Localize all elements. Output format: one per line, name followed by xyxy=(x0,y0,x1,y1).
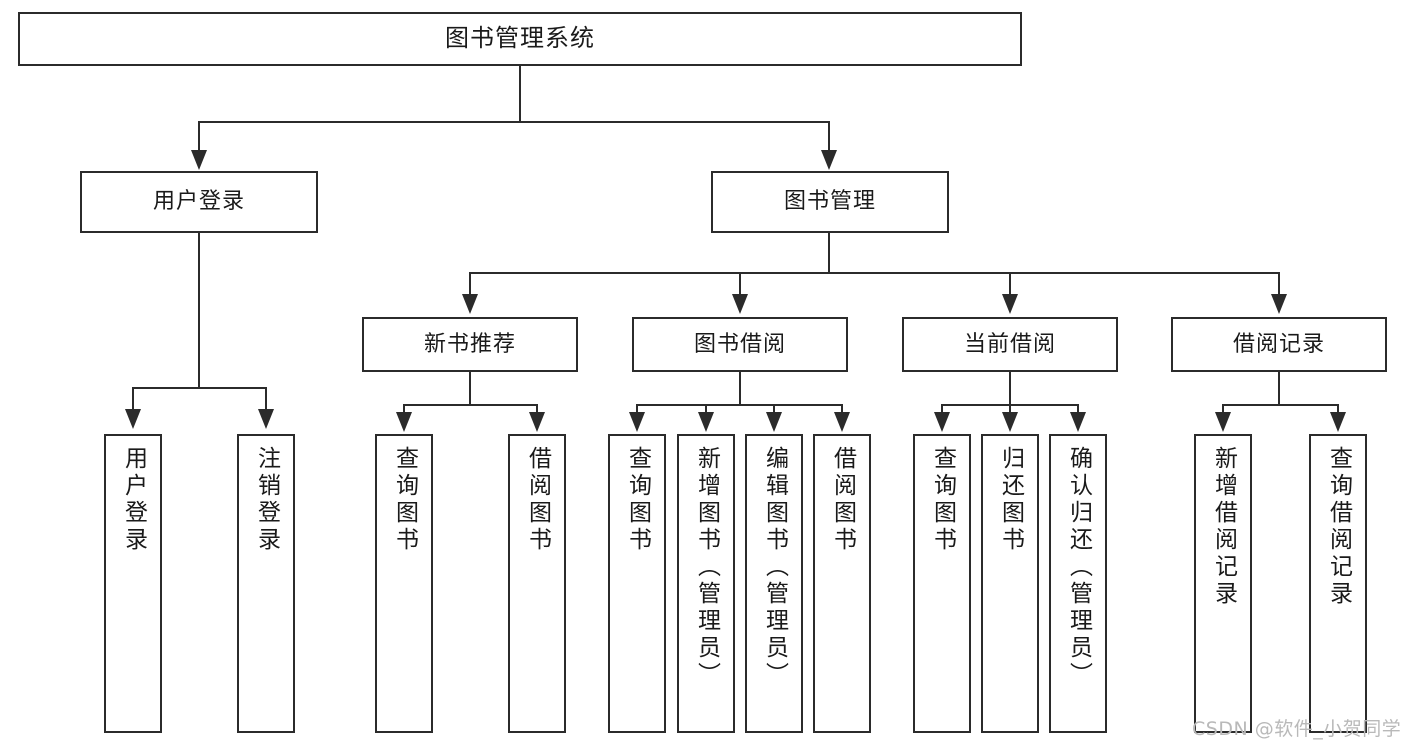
node-root-system[interactable]: 图书管理系统 xyxy=(18,12,1022,66)
connector-bm-to-book-borrow xyxy=(739,272,741,296)
node-label: 编辑图书（管理员） xyxy=(761,446,788,689)
leaf-add-record[interactable]: 新增借阅记录 xyxy=(1194,434,1252,733)
leaf-return-book[interactable]: 归还图书 xyxy=(981,434,1039,733)
arrow-down-icon xyxy=(629,412,645,432)
arrow-down-icon xyxy=(732,294,748,314)
connector-user-login-stem xyxy=(198,233,200,388)
connector-root-to-user-login xyxy=(198,121,200,153)
arrow-down-icon xyxy=(834,412,850,432)
leaf-edit-book[interactable]: 编辑图书（管理员） xyxy=(745,434,803,733)
node-label: 借阅图书 xyxy=(829,446,856,554)
csdn-watermark: CSDN @软件_小贺同学 xyxy=(1192,718,1402,740)
leaf-query-book-2[interactable]: 查询图书 xyxy=(608,434,666,733)
arrow-down-icon xyxy=(396,412,412,432)
connector-user-login-to-leaf-2 xyxy=(265,387,267,411)
node-book-management[interactable]: 图书管理 xyxy=(711,171,949,233)
node-label: 新增借阅记录 xyxy=(1210,446,1237,608)
connector-book-management-stem xyxy=(828,233,830,273)
node-label: 当前借阅 xyxy=(963,331,1056,357)
connector-bm-to-new-book xyxy=(469,272,471,296)
node-label: 用户登录 xyxy=(152,189,245,215)
node-label: 图书借阅 xyxy=(693,331,786,357)
node-book-borrow[interactable]: 图书借阅 xyxy=(632,317,848,372)
leaf-borrow-book-2[interactable]: 借阅图书 xyxy=(813,434,871,733)
arrow-down-icon xyxy=(529,412,545,432)
arrow-down-icon xyxy=(1002,294,1018,314)
node-label: 注销登录 xyxy=(253,446,280,554)
connector-root-bus xyxy=(198,121,830,123)
connector-br-stem xyxy=(1278,372,1280,405)
node-label: 借阅图书 xyxy=(524,446,551,554)
node-label: 借阅记录 xyxy=(1232,331,1325,357)
connector-nbr-bus xyxy=(403,404,537,406)
node-label: 查询图书 xyxy=(929,446,956,554)
node-user-login[interactable]: 用户登录 xyxy=(80,171,318,233)
arrow-down-icon xyxy=(1330,412,1346,432)
arrow-down-icon xyxy=(1070,412,1086,432)
arrow-down-icon xyxy=(1002,412,1018,432)
connector-cb-stem xyxy=(1009,372,1011,405)
node-new-book-recommend[interactable]: 新书推荐 xyxy=(362,317,578,372)
arrow-down-icon xyxy=(462,294,478,314)
node-label: 用户登录 xyxy=(120,446,147,554)
arrow-down-icon xyxy=(258,409,274,429)
leaf-user-login[interactable]: 用户登录 xyxy=(104,434,162,733)
leaf-query-record[interactable]: 查询借阅记录 xyxy=(1309,434,1367,733)
node-label: 查询图书 xyxy=(624,446,651,554)
arrow-down-icon xyxy=(125,409,141,429)
node-label: 归还图书 xyxy=(997,446,1024,554)
leaf-add-book[interactable]: 新增图书（管理员） xyxy=(677,434,735,733)
connector-bb-stem xyxy=(739,372,741,405)
arrow-down-icon xyxy=(698,412,714,432)
leaf-confirm-return[interactable]: 确认归还（管理员） xyxy=(1049,434,1107,733)
leaf-query-book-1[interactable]: 查询图书 xyxy=(375,434,433,733)
node-label: 图书管理系统 xyxy=(445,24,595,53)
arrow-down-icon xyxy=(191,150,207,170)
connector-bm-to-current-borrow xyxy=(1009,272,1011,296)
node-label: 新书推荐 xyxy=(423,331,516,357)
node-label: 图书管理 xyxy=(783,189,876,215)
connector-bb-bus xyxy=(636,404,842,406)
connector-br-bus xyxy=(1222,404,1338,406)
connector-book-management-bus xyxy=(469,272,1279,274)
connector-user-login-bus xyxy=(132,387,266,389)
arrow-down-icon xyxy=(821,150,837,170)
node-label: 查询借阅记录 xyxy=(1325,446,1352,608)
node-current-borrow[interactable]: 当前借阅 xyxy=(902,317,1118,372)
leaf-user-logout[interactable]: 注销登录 xyxy=(237,434,295,733)
node-borrow-record[interactable]: 借阅记录 xyxy=(1171,317,1387,372)
node-label: 确认归还（管理员） xyxy=(1065,446,1092,689)
leaf-borrow-book-1[interactable]: 借阅图书 xyxy=(508,434,566,733)
arrow-down-icon xyxy=(934,412,950,432)
node-label: 查询图书 xyxy=(391,446,418,554)
arrow-down-icon xyxy=(1215,412,1231,432)
leaf-query-book-3[interactable]: 查询图书 xyxy=(913,434,971,733)
arrow-down-icon xyxy=(1271,294,1287,314)
arrow-down-icon xyxy=(766,412,782,432)
connector-bm-to-borrow-record xyxy=(1278,272,1280,296)
connector-nbr-stem xyxy=(469,372,471,405)
connector-root-to-book-management xyxy=(828,121,830,153)
connector-root-stem xyxy=(519,66,521,122)
connector-user-login-to-leaf-1 xyxy=(132,387,134,411)
node-label: 新增图书（管理员） xyxy=(693,446,720,689)
